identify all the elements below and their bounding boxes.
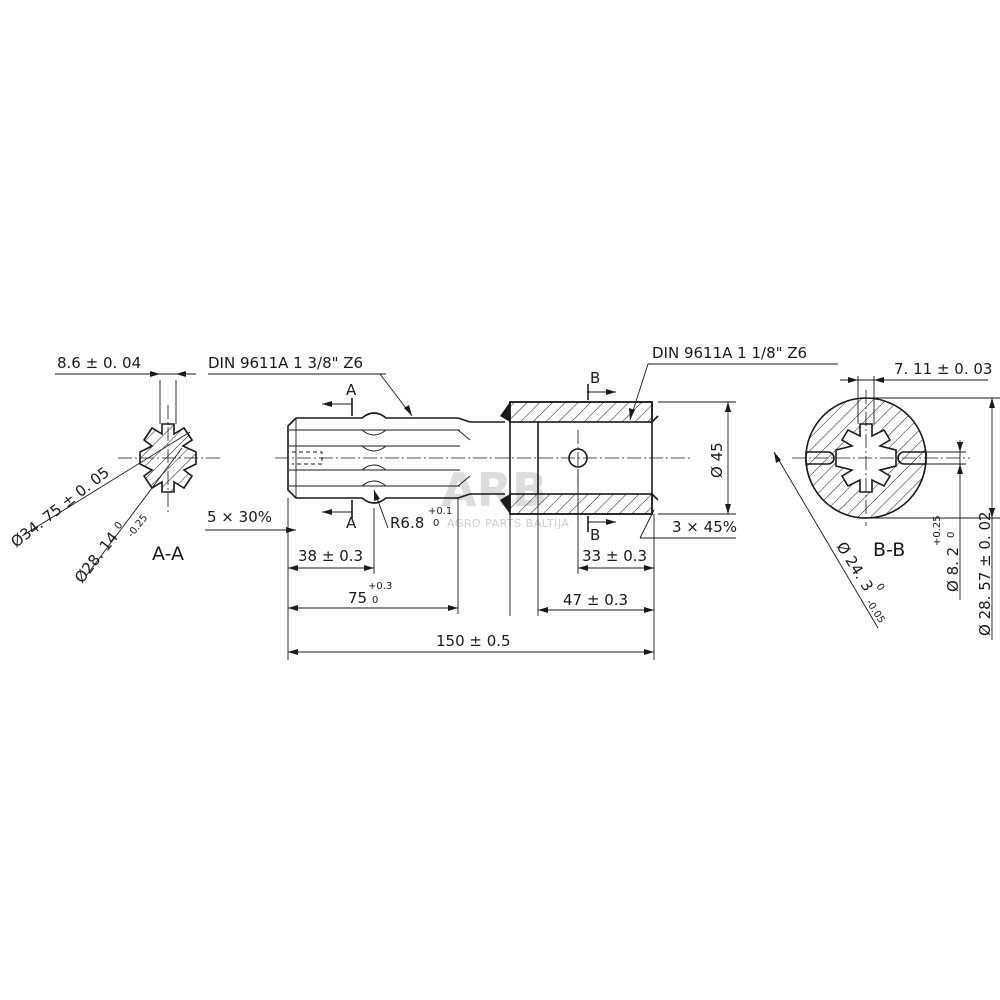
- main-shaft-view: A A B B DIN 9611A 1 3/8" Z6 DIN 9611A 1 …: [205, 344, 838, 660]
- arrow-head: [957, 464, 963, 474]
- spline-groove-arcs: [361, 429, 387, 487]
- spline-runout-lines: [457, 429, 471, 487]
- arrow-head: [725, 402, 731, 412]
- section-bb-key-width-label: 7. 11 ± 0. 03: [894, 360, 992, 378]
- section-bb-hole-right: [897, 451, 927, 465]
- arrow-head: [286, 527, 296, 533]
- dia45-label: Ø 45: [708, 442, 726, 478]
- arrow-head: [644, 565, 654, 571]
- dim75-tol-upper: +0.3: [368, 581, 392, 592]
- arrow-head: [150, 371, 160, 377]
- section-aa-outer-leader: [21, 431, 191, 537]
- section-bb-inner-leader: [773, 451, 879, 629]
- chamfer-left-label: 5 × 30%: [207, 508, 272, 526]
- section-aa-key-width-label: 8.6 ± 0. 04: [57, 354, 141, 372]
- arrow-head: [374, 490, 380, 501]
- section-bb-view: 7. 11 ± 0. 03 Ø 28. 57 ± 0. 02 Ø 8. 2 +0…: [773, 360, 1000, 640]
- section-bb-hole-dia-label: Ø 8. 2: [944, 547, 962, 592]
- section-bb-inner-dia-label: Ø 24. 3: [833, 539, 877, 595]
- arrow-head: [322, 509, 332, 515]
- arrow-head: [644, 649, 654, 655]
- dim150-label: 150 ± 0.5: [436, 632, 511, 650]
- section-b-label-top: B: [590, 369, 600, 387]
- arrow-head: [606, 519, 616, 525]
- section-bb-hole-tol-lower: 0: [946, 532, 957, 538]
- arrow-head: [644, 607, 654, 613]
- section-aa-inner-tol-upper: 0: [113, 520, 126, 532]
- arrow-head: [725, 504, 731, 514]
- section-bb-outer-dia-label: Ø 28. 57 ± 0. 02: [976, 511, 994, 636]
- arrow-head: [288, 649, 298, 655]
- arrow-head: [629, 408, 635, 420]
- spline-right-spec: DIN 9611A 1 1/8" Z6: [652, 344, 807, 362]
- arrow-head: [957, 442, 963, 452]
- arrow-head: [774, 452, 781, 463]
- section-bb-title: B-B: [873, 539, 905, 561]
- section-bb-hole-tol-upper: +0.25: [932, 515, 943, 546]
- dim75-label: 75: [348, 589, 367, 607]
- section-bb-inner-tol-upper: 0: [873, 582, 886, 593]
- section-aa-inner-tol-lower: -0.25: [126, 513, 151, 540]
- spline-left-spec: DIN 9611A 1 3/8" Z6: [208, 354, 363, 372]
- section-aa-outer-dia-label: Ø34. 75 ± 0. 05: [7, 463, 112, 551]
- arrow-head: [404, 405, 412, 416]
- hub-outline: [509, 401, 653, 515]
- arrow-head: [176, 371, 186, 377]
- section-aa-spline-profile: [139, 423, 197, 493]
- section-a-label-top: A: [346, 381, 357, 399]
- arrow-head: [989, 398, 995, 408]
- section-bb-ring: [805, 397, 927, 519]
- arrow-head: [848, 377, 858, 383]
- hub-chamfer-bottom: [651, 493, 659, 501]
- dim38-label: 38 ± 0.3: [298, 547, 363, 565]
- hub-chamfer-top: [651, 415, 659, 423]
- shaft-center-hole: [292, 451, 323, 465]
- section-aa-title: A-A: [152, 543, 184, 565]
- radius-tol-lower: 0: [433, 518, 439, 529]
- arrow-head: [606, 389, 616, 395]
- spline-shaft-outline: [287, 412, 505, 504]
- arrow-head: [989, 508, 995, 518]
- arrow-head: [322, 401, 332, 407]
- weld-top: [500, 402, 510, 422]
- radius-tol-upper: +0.1: [428, 506, 452, 517]
- section-aa-view: 8.6 ± 0. 04 Ø34. 75 ± 0. 05 Ø28. 14 0 -0…: [7, 354, 222, 586]
- chamfer-right-leader: [639, 509, 655, 539]
- hub-wall-bottom: [509, 493, 653, 515]
- radius-label: R6.8: [390, 514, 424, 532]
- arrow-head: [288, 605, 298, 611]
- section-aa-inner-leader: [85, 447, 183, 577]
- section-b-label-bottom: B: [590, 526, 600, 544]
- chamfer-right-label: 3 × 45%: [672, 518, 737, 536]
- arrow-head: [578, 565, 588, 571]
- weld-bottom: [500, 494, 510, 514]
- dim33-label: 33 ± 0.3: [582, 547, 647, 565]
- arrow-head: [288, 565, 298, 571]
- section-bb-inner-tol-lower: -0.05: [863, 598, 886, 626]
- arrow-head: [538, 607, 548, 613]
- arrow-head: [874, 377, 884, 383]
- dim47-label: 47 ± 0.3: [563, 591, 628, 609]
- section-aa-inner-dia-label: Ø28. 14: [71, 528, 122, 586]
- arrow-head: [448, 605, 458, 611]
- arrow-head: [364, 565, 374, 571]
- watermark-tagline: AGRO PARTS BALTIJA: [447, 517, 569, 530]
- dim75-tol-lower: 0: [372, 595, 378, 606]
- section-a-label-bottom: A: [346, 514, 357, 532]
- section-bb-hole-left: [805, 451, 835, 465]
